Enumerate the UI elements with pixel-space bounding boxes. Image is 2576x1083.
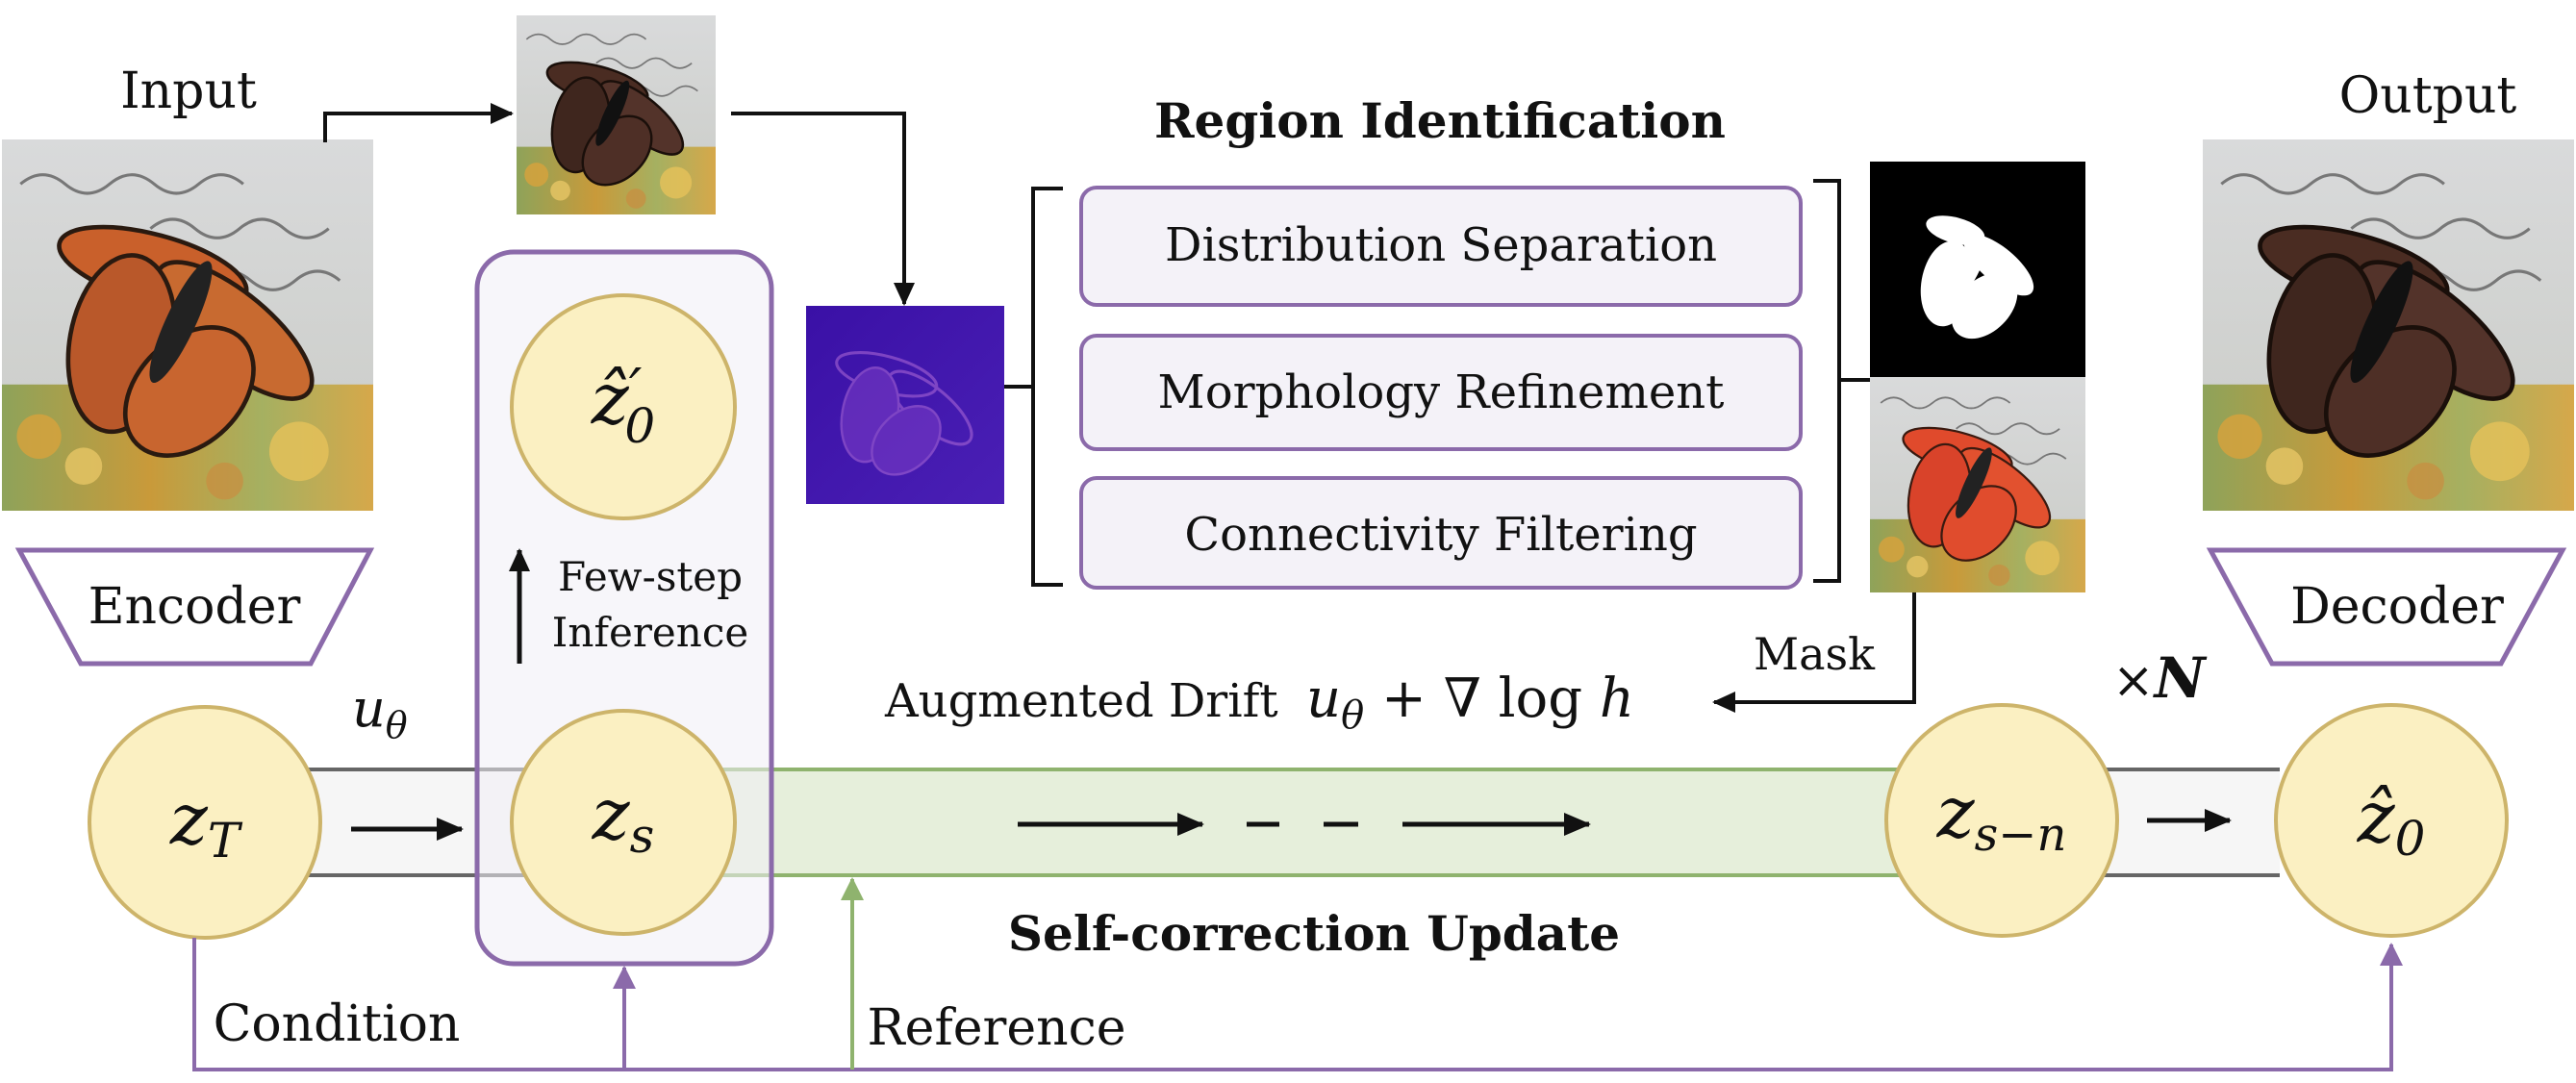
node-z0-prime: ẑ′0 [510, 293, 737, 520]
mask-label: Mask [1754, 628, 1876, 680]
node-z-T: zT [88, 705, 322, 940]
drift-formula: uθ + ∇ log h [1306, 667, 1634, 738]
binary-mask-image [1870, 162, 2085, 377]
region-step-connectivity-filtering: Connectivity Filtering [1079, 476, 1803, 590]
self-correction-label: Self-correction Update [1008, 905, 1620, 962]
few-step-label-line2: Inference [552, 609, 748, 656]
region-step-label: Morphology Refinement [1158, 365, 1725, 419]
difference-heatmap [806, 306, 1004, 504]
region-step-label: Connectivity Filtering [1184, 508, 1697, 562]
right-bracket [1813, 179, 1841, 583]
svg-text:ẑ′0: ẑ′0 [591, 357, 655, 454]
output-image [2203, 139, 2574, 511]
node-z-s: zs [510, 709, 737, 936]
decoder-block: Decoder [2206, 547, 2567, 667]
edited-preview-image [517, 15, 716, 214]
decoder-label: Decoder [2290, 578, 2504, 636]
node-z0-hat: ẑ0 [2274, 703, 2509, 938]
masked-overlay-image [1870, 377, 2085, 592]
region-identification-title: Region Identification [1154, 92, 1726, 149]
few-step-label-line1: Few-step [558, 553, 743, 600]
input-image [2, 139, 373, 511]
condition-line [192, 938, 2403, 1071]
svg-text:zT: zT [169, 778, 243, 869]
left-bracket [1031, 187, 1063, 587]
output-label: Output [2339, 67, 2517, 125]
encoder-block: Encoder [14, 547, 375, 667]
encoder-label: Encoder [88, 578, 301, 636]
region-step-distribution-separation: Distribution Separation [1079, 186, 1803, 307]
arrow-mask-to-drift [1712, 592, 1916, 713]
reference-label: Reference [868, 999, 1126, 1057]
green-band [721, 769, 1905, 875]
augmented-drift-label: Augmented Drift [884, 674, 1278, 728]
u-theta-label: uθ [352, 678, 408, 746]
condition-label: Condition [214, 995, 461, 1053]
svg-text:zs: zs [592, 773, 655, 864]
input-label: Input [120, 63, 257, 120]
node-z-s-minus-n: zs−n [1884, 703, 2119, 938]
svg-text:zs−n: zs−n [1936, 771, 2067, 862]
region-step-label: Distribution Separation [1165, 218, 1717, 272]
region-step-morphology-refinement: Morphology Refinement [1079, 334, 1803, 451]
arrow-preview-to-heatmap [731, 112, 915, 306]
svg-text:ẑ0: ẑ0 [2357, 776, 2426, 867]
times-n-label: ×N [2112, 645, 2208, 711]
arrow-input-to-preview [323, 103, 514, 142]
